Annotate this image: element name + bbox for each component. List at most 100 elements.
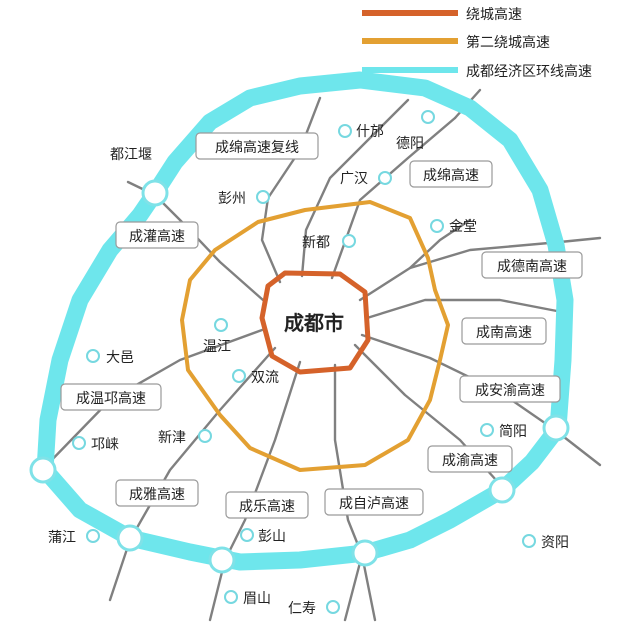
second-ring-expressway bbox=[180, 200, 450, 472]
place-marker-icon bbox=[342, 234, 356, 248]
svg-text:成绵高速复线: 成绵高速复线 bbox=[215, 139, 299, 156]
place-marker-icon bbox=[256, 190, 270, 204]
legend-label-economic-ring: 成都经济区环线高速 bbox=[466, 63, 592, 80]
place-meishan: 眉山 bbox=[224, 590, 271, 607]
svg-text:成南高速: 成南高速 bbox=[476, 324, 532, 341]
junction-pujiang bbox=[116, 524, 144, 552]
place-jintang: 金堂 bbox=[430, 219, 477, 235]
place-xinjin: 新津 bbox=[158, 429, 212, 446]
road-chengzilu bbox=[333, 363, 377, 622]
road-dujiangyan bbox=[153, 193, 265, 302]
road-shifang bbox=[300, 98, 410, 278]
place-wenjiang: 温江 bbox=[203, 318, 231, 355]
junction-southeast bbox=[488, 476, 516, 504]
svg-text:资阳: 资阳 bbox=[541, 535, 569, 551]
svg-text:成乐高速: 成乐高速 bbox=[239, 498, 295, 515]
road-east-1 bbox=[408, 218, 472, 270]
junction-southwest bbox=[208, 546, 236, 574]
place-ziyang: 资阳 bbox=[522, 534, 569, 551]
place-guanghan: 广汉 bbox=[340, 171, 392, 187]
svg-text:温江: 温江 bbox=[203, 339, 231, 355]
place-marker-icon bbox=[338, 124, 352, 138]
place-marker-icon bbox=[240, 528, 254, 542]
place-marker-icon bbox=[421, 110, 435, 124]
place-marker-icon bbox=[326, 600, 340, 614]
svg-text:金堂: 金堂 bbox=[449, 219, 477, 235]
svg-text:成德南高速: 成德南高速 bbox=[497, 258, 567, 275]
svg-text:成灌高速: 成灌高速 bbox=[129, 228, 185, 245]
svg-text:眉山: 眉山 bbox=[243, 591, 271, 607]
expressway-label-chengya: 成雅高速 bbox=[115, 479, 199, 507]
place-xindu: 新都 bbox=[302, 234, 356, 251]
junction-west bbox=[29, 456, 57, 484]
road-pengzhou bbox=[260, 96, 322, 284]
expressway-label-chengle: 成乐高速 bbox=[225, 491, 309, 519]
place-pengshan: 彭山 bbox=[240, 528, 286, 545]
place-marker-icon bbox=[232, 369, 246, 383]
center-city-label: 成都市 bbox=[284, 311, 344, 335]
expressway-label-chengmian-fuxian: 成绵高速复线 bbox=[195, 132, 319, 160]
place-renshou: 仁寿 bbox=[288, 600, 340, 617]
place-dayi: 大邑 bbox=[86, 349, 134, 366]
junction-south bbox=[351, 539, 379, 567]
road-jintang bbox=[358, 236, 602, 302]
expressway-label-chengzilu: 成自泸高速 bbox=[324, 488, 424, 516]
svg-text:新津: 新津 bbox=[158, 430, 186, 446]
place-marker-icon bbox=[72, 436, 86, 450]
junction-east bbox=[542, 414, 570, 442]
svg-text:德阳: 德阳 bbox=[396, 136, 424, 152]
svg-text:蒲江: 蒲江 bbox=[48, 530, 76, 546]
svg-text:新都: 新都 bbox=[302, 235, 330, 251]
svg-text:成安渝高速: 成安渝高速 bbox=[475, 382, 545, 399]
expressway-label-chengmian: 成绵高速 bbox=[409, 160, 493, 188]
svg-text:成渝高速: 成渝高速 bbox=[442, 452, 498, 469]
place-marker-icon bbox=[198, 429, 212, 443]
svg-text:邛崃: 邛崃 bbox=[91, 437, 119, 453]
svg-text:成自泸高速: 成自泸高速 bbox=[339, 495, 409, 512]
place-jianyang: 简阳 bbox=[480, 423, 527, 440]
svg-text:都江堰: 都江堰 bbox=[110, 147, 152, 163]
road-renshou bbox=[343, 553, 364, 622]
place-marker-icon bbox=[86, 529, 100, 543]
svg-text:彭州: 彭州 bbox=[218, 191, 246, 207]
place-marker-icon bbox=[480, 423, 494, 437]
svg-text:成绵高速: 成绵高速 bbox=[423, 167, 479, 184]
expressway-label-chengnan: 成南高速 bbox=[461, 317, 547, 345]
road-chengya bbox=[108, 346, 277, 602]
expressway-label-chenganyu: 成安渝高速 bbox=[459, 375, 561, 403]
place-deyang: 德阳 bbox=[396, 110, 435, 152]
svg-text:什邡: 什邡 bbox=[356, 123, 384, 140]
expressway-label-chengguan: 成灌高速 bbox=[115, 221, 199, 249]
place-shuangliu: 双流 bbox=[232, 369, 279, 386]
road-chengnan bbox=[365, 298, 564, 320]
place-marker-icon bbox=[430, 219, 444, 233]
place-marker-icon bbox=[214, 318, 228, 332]
svg-text:广汉: 广汉 bbox=[340, 171, 368, 187]
place-shifang: 什邡 bbox=[338, 123, 384, 140]
place-marker-icon bbox=[522, 534, 536, 548]
place-dujiangyan: 都江堰 bbox=[110, 147, 152, 163]
legend-label-second-ring: 第二绕城高速 bbox=[466, 34, 550, 51]
junction-dujiangyan bbox=[141, 179, 169, 207]
road-deyang bbox=[330, 116, 457, 280]
svg-text:成雅高速: 成雅高速 bbox=[129, 486, 185, 503]
ring-city-expressway bbox=[259, 270, 371, 375]
legend-label-ring-road: 绕城高速 bbox=[466, 6, 522, 23]
road-chengwenqiong bbox=[40, 328, 264, 472]
road-chenganyu bbox=[360, 333, 557, 432]
expressway-label-chengwenqiong: 成温邛高速 bbox=[60, 383, 162, 411]
place-marker-icon bbox=[378, 171, 392, 185]
svg-text:双流: 双流 bbox=[251, 370, 279, 386]
expressway-label-chengdenan: 成德南高速 bbox=[481, 251, 583, 279]
svg-text:成温邛高速: 成温邛高速 bbox=[76, 390, 146, 407]
svg-text:大邑: 大邑 bbox=[106, 350, 134, 366]
svg-text:彭山: 彭山 bbox=[258, 529, 286, 545]
svg-text:简阳: 简阳 bbox=[499, 423, 527, 440]
svg-text:仁寿: 仁寿 bbox=[288, 600, 316, 617]
ring-junctions bbox=[29, 179, 570, 574]
expressway-label-chengyu: 成渝高速 bbox=[427, 445, 513, 473]
place-pengzhou: 彭州 bbox=[218, 190, 270, 207]
place-qionglai: 邛崃 bbox=[72, 436, 119, 453]
place-marker-icon bbox=[224, 590, 238, 604]
